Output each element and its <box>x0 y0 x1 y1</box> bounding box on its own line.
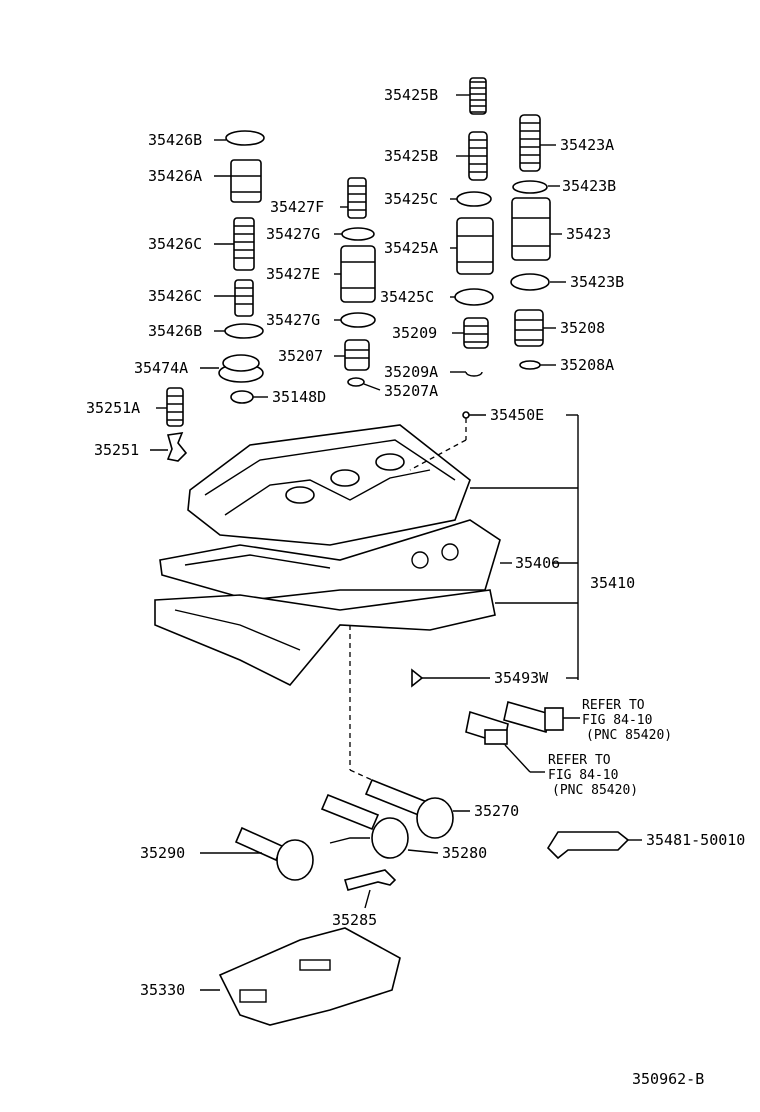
label-35280: 35280 <box>442 844 487 862</box>
spring-35426c-2 <box>234 279 254 317</box>
label-35474a: 35474A <box>134 359 188 377</box>
label-35423b-1: 35423B <box>562 177 616 195</box>
plug-35423 <box>511 197 551 261</box>
label-35426c-2: 35426C <box>148 287 202 305</box>
spring-35425b-2 <box>468 131 488 181</box>
ref-1-line2: FIG 84-10 <box>582 713 652 728</box>
label-35406: 35406 <box>515 554 560 572</box>
ref-2-line1: REFER TO <box>548 753 611 768</box>
label-35423b-2: 35423B <box>570 273 624 291</box>
ring-35427g-2 <box>340 312 376 328</box>
label-35285: 35285 <box>332 911 377 929</box>
oil-pan-35330 <box>218 927 401 1026</box>
ref-2-line3: (PNC 85420) <box>552 783 638 798</box>
ring-35423b-1 <box>512 180 548 194</box>
label-35207: 35207 <box>278 347 323 365</box>
valve-35208 <box>514 309 544 347</box>
ref-2-line2: FIG 84-10 <box>548 768 618 783</box>
clip-35208a <box>519 360 541 370</box>
label-35427g-2: 35427G <box>266 311 320 329</box>
label-35427g-1: 35427G <box>266 225 320 243</box>
spring-35426c-1 <box>233 217 255 271</box>
label-35410: 35410 <box>590 574 635 592</box>
label-35481-50010: 35481-50010 <box>646 831 745 849</box>
ring-35426b-top <box>225 130 265 146</box>
label-35427f: 35427F <box>270 198 324 216</box>
part-labels: 35425B 35426B 35425B 35423A 35426A 35423… <box>86 86 745 1088</box>
solenoid-ref-1 <box>503 700 564 734</box>
label-35426b-2: 35426B <box>148 322 202 340</box>
label-35290: 35290 <box>140 844 185 862</box>
figure-code: 350962-B <box>632 1070 704 1088</box>
valve-35209 <box>463 317 489 349</box>
label-35425b-2: 35425B <box>384 147 438 165</box>
label-35425c-2: 35425C <box>380 288 434 306</box>
upper-valve-body <box>187 424 471 546</box>
ring-35425c-2 <box>454 288 494 306</box>
label-35207a: 35207A <box>384 382 438 400</box>
separator-plate-35406 <box>159 519 501 601</box>
label-35330: 35330 <box>140 981 185 999</box>
label-35426a: 35426A <box>148 167 202 185</box>
label-35209: 35209 <box>392 324 437 342</box>
leader-lines <box>150 94 642 991</box>
label-35426b-1: 35426B <box>148 131 202 149</box>
label-35425a: 35425A <box>384 239 438 257</box>
ring-35425c-1 <box>456 191 492 207</box>
bracket-35285 <box>343 869 397 891</box>
plug-35426a <box>230 159 262 203</box>
clip-35207a <box>347 377 365 387</box>
label-35251: 35251 <box>94 441 139 459</box>
label-35208: 35208 <box>560 319 605 337</box>
label-35423a: 35423A <box>560 136 614 154</box>
ring-35426b-2 <box>224 323 264 339</box>
label-35423: 35423 <box>566 225 611 243</box>
lower-valve-body <box>154 589 496 686</box>
spring-35425b-top <box>469 77 487 115</box>
label-35427e: 35427E <box>266 265 320 283</box>
valve-35207 <box>344 339 370 371</box>
seal-35148d <box>230 390 254 404</box>
label-35493w: 35493W <box>494 669 549 687</box>
ring-35423b-2 <box>510 273 550 291</box>
solenoid-35290 <box>234 826 314 881</box>
label-35426c-1: 35426C <box>148 235 202 253</box>
clip-35209a <box>465 371 483 377</box>
retainer-35251 <box>166 432 188 462</box>
solenoid-35280 <box>320 793 409 859</box>
ref-1-line1: REFER TO <box>582 698 645 713</box>
ref-1-line3: (PNC 85420) <box>586 728 672 743</box>
spring-35251a <box>166 387 184 427</box>
label-35425c-1: 35425C <box>384 190 438 208</box>
label-35251a: 35251A <box>86 399 140 417</box>
piston-35474a <box>218 354 264 383</box>
label-35208a: 35208A <box>560 356 614 374</box>
clamp-35481 <box>546 831 630 860</box>
label-35209a: 35209A <box>384 363 438 381</box>
ring-35427g-1 <box>341 227 375 241</box>
label-35450e: 35450E <box>490 406 544 424</box>
spring-35427f <box>347 177 367 219</box>
solenoid-ref-2 <box>465 710 509 746</box>
label-35425b-1: 35425B <box>384 86 438 104</box>
spring-35423a <box>519 114 541 172</box>
plug-35425a <box>456 217 494 275</box>
label-35148d: 35148D <box>272 388 326 406</box>
plug-35427e <box>340 245 376 303</box>
label-35270: 35270 <box>474 802 519 820</box>
solenoid-35270 <box>364 778 454 839</box>
